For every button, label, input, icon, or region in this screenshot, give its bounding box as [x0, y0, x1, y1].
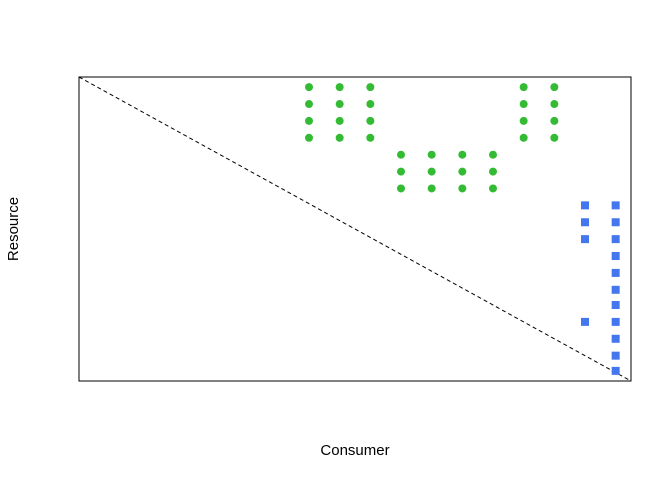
data-point-circle-29: [550, 83, 559, 92]
data-point-circle-9: [366, 83, 375, 92]
data-point-square-1: [581, 201, 589, 210]
data-point-circle-13: [397, 150, 405, 159]
data-point-square-4: [581, 317, 589, 326]
plot-frame: [78, 76, 632, 382]
data-point-circle-10: [366, 100, 375, 109]
data-point-circle-15: [397, 184, 405, 193]
data-point-square-12: [611, 317, 620, 326]
x-axis-label: Consumer: [320, 442, 389, 459]
data-point-circle-27: [519, 116, 528, 125]
data-point-square-9: [611, 268, 620, 277]
data-point-circle-19: [458, 150, 467, 159]
data-point-circle-12: [366, 133, 375, 142]
data-point-circle-24: [489, 184, 497, 193]
data-point-square-5: [611, 201, 620, 210]
data-point-square-10: [611, 285, 620, 294]
data-point-square-7: [611, 235, 620, 244]
data-point-circle-28: [519, 133, 528, 142]
data-point-square-8: [611, 252, 620, 261]
data-point-square-15: [611, 366, 620, 375]
diagonal-reference-line: [78, 76, 632, 382]
data-point-circle-30: [550, 100, 559, 109]
data-point-circle-23: [489, 167, 497, 176]
data-point-square-2: [581, 218, 589, 227]
data-point-circle-22: [489, 150, 497, 159]
reference-line-layer: [78, 76, 632, 382]
data-point-circle-17: [427, 167, 436, 176]
data-point-circle-8: [335, 133, 344, 142]
data-point-square-13: [611, 334, 620, 343]
data-point-circle-6: [335, 100, 344, 109]
data-point-circle-1: [305, 83, 313, 92]
data-point-circle-14: [397, 167, 405, 176]
data-point-square-14: [611, 351, 620, 360]
data-point-circle-7: [335, 116, 344, 125]
data-point-circle-21: [458, 184, 467, 193]
y-axis-label: Resource: [5, 197, 22, 261]
data-point-circle-32: [550, 133, 559, 142]
data-point-square-6: [611, 218, 620, 227]
data-point-circle-25: [519, 83, 528, 92]
series-2-square-markers: [581, 201, 620, 375]
data-point-circle-16: [427, 150, 436, 159]
data-point-circle-26: [519, 100, 528, 109]
data-points-layer: [305, 83, 620, 375]
data-point-circle-4: [305, 133, 313, 142]
data-point-circle-2: [305, 100, 313, 109]
data-point-circle-18: [427, 184, 436, 193]
data-point-circle-20: [458, 167, 467, 176]
data-point-square-3: [581, 235, 589, 244]
data-point-circle-31: [550, 116, 559, 125]
data-point-circle-3: [305, 116, 313, 125]
series-1-circle-markers: [305, 83, 559, 193]
data-point-circle-11: [366, 116, 375, 125]
data-point-circle-5: [335, 83, 344, 92]
data-point-square-11: [611, 301, 620, 309]
